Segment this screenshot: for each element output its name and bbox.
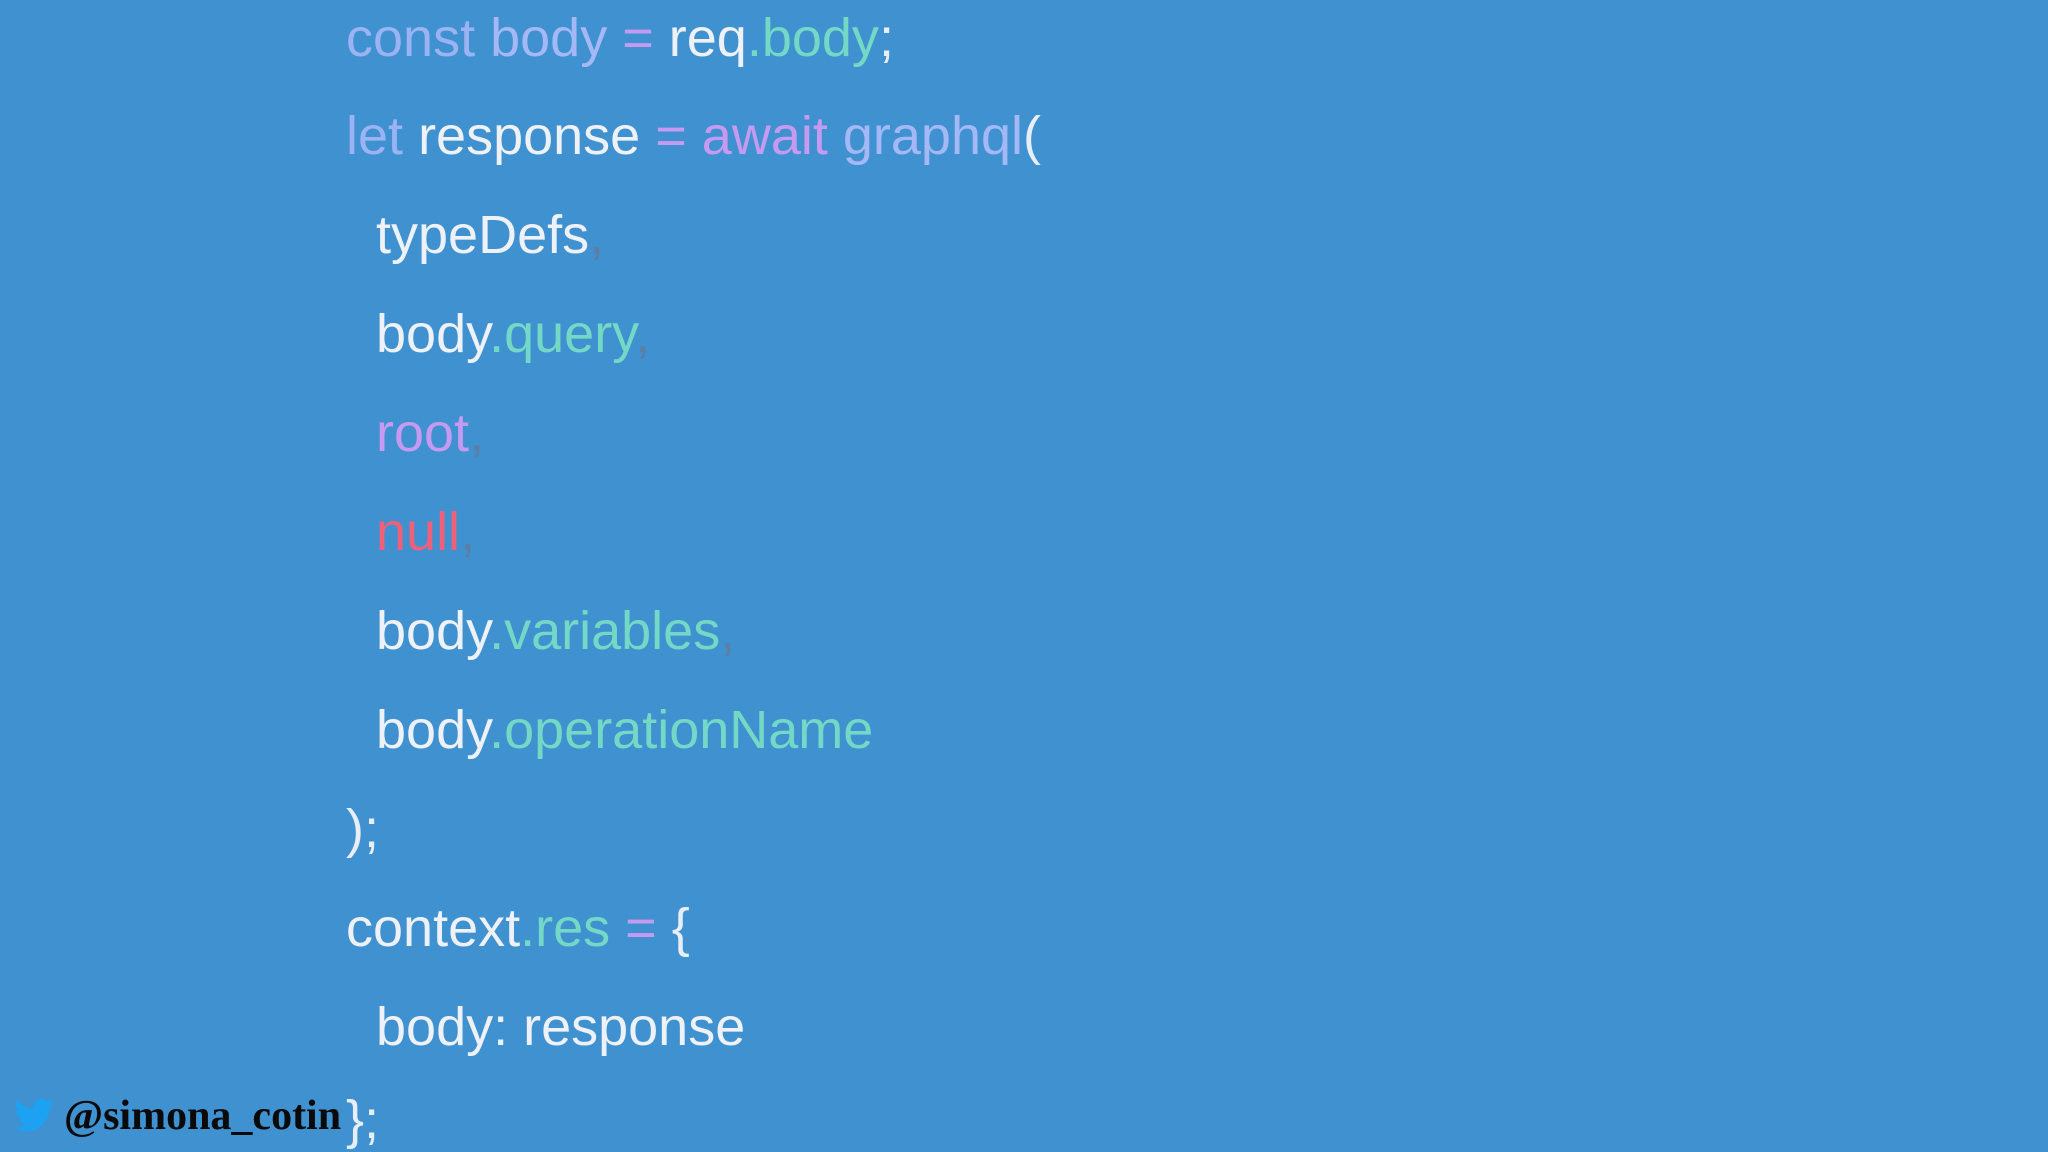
twitter-handle: @simona_cotin (10, 1088, 341, 1144)
open-brace: { (671, 898, 690, 958)
operator-equals: = (625, 898, 657, 958)
twitter-bird-icon (13, 1098, 55, 1132)
code-line-9: ); (346, 797, 379, 861)
operator-equals: = (622, 8, 654, 68)
function-graphql: graphql (842, 106, 1024, 166)
close-brace-semicolon: }; (346, 1090, 380, 1150)
keyword-await: await (701, 106, 828, 166)
property-operationname: .operationName (489, 700, 874, 760)
code-line-8: body.operationName (346, 698, 873, 762)
comma: , (589, 205, 605, 265)
object-context: context (346, 898, 521, 958)
body-response: body: response (376, 997, 746, 1057)
code-line-7: body.variables, (346, 599, 735, 663)
property-res: .res (520, 898, 611, 958)
code-line-5: root, (346, 401, 484, 465)
code-line-1: const body = req.body; (346, 6, 894, 70)
close-paren-semicolon: ); (346, 799, 379, 859)
code-line-11: body: response (346, 995, 745, 1059)
handle-text: @simona_cotin (64, 1093, 342, 1139)
property-query: .query (489, 304, 636, 364)
operator-equals: = (655, 106, 687, 166)
code-line-6: null, (346, 500, 475, 564)
code-line-10: context.res = { (346, 896, 690, 960)
code-line-4: body.query, (346, 302, 650, 366)
comma: , (635, 304, 651, 364)
code-line-3: typeDefs, (346, 203, 604, 267)
object-body: body (376, 700, 490, 760)
arg-null: null (376, 502, 461, 562)
open-paren: ( (1023, 106, 1041, 166)
keyword-let: let (346, 106, 404, 166)
identifier-body: body (490, 8, 608, 68)
code-line-2: let response = await graphql( (346, 104, 1041, 168)
object-body: body (376, 304, 490, 364)
object-req: req (668, 8, 747, 68)
arg-typedefs: typeDefs (376, 205, 590, 265)
identifier-response: response (418, 106, 641, 166)
object-body: body (376, 601, 490, 661)
keyword-const: const (346, 8, 476, 68)
code-line-12: }; (346, 1088, 379, 1152)
arg-root: root (376, 403, 470, 463)
property-variables: .variables (489, 601, 721, 661)
semicolon: ; (878, 8, 894, 68)
property-body: .body (746, 8, 879, 68)
comma: , (460, 502, 476, 562)
comma: , (469, 403, 485, 463)
comma: , (720, 601, 736, 661)
